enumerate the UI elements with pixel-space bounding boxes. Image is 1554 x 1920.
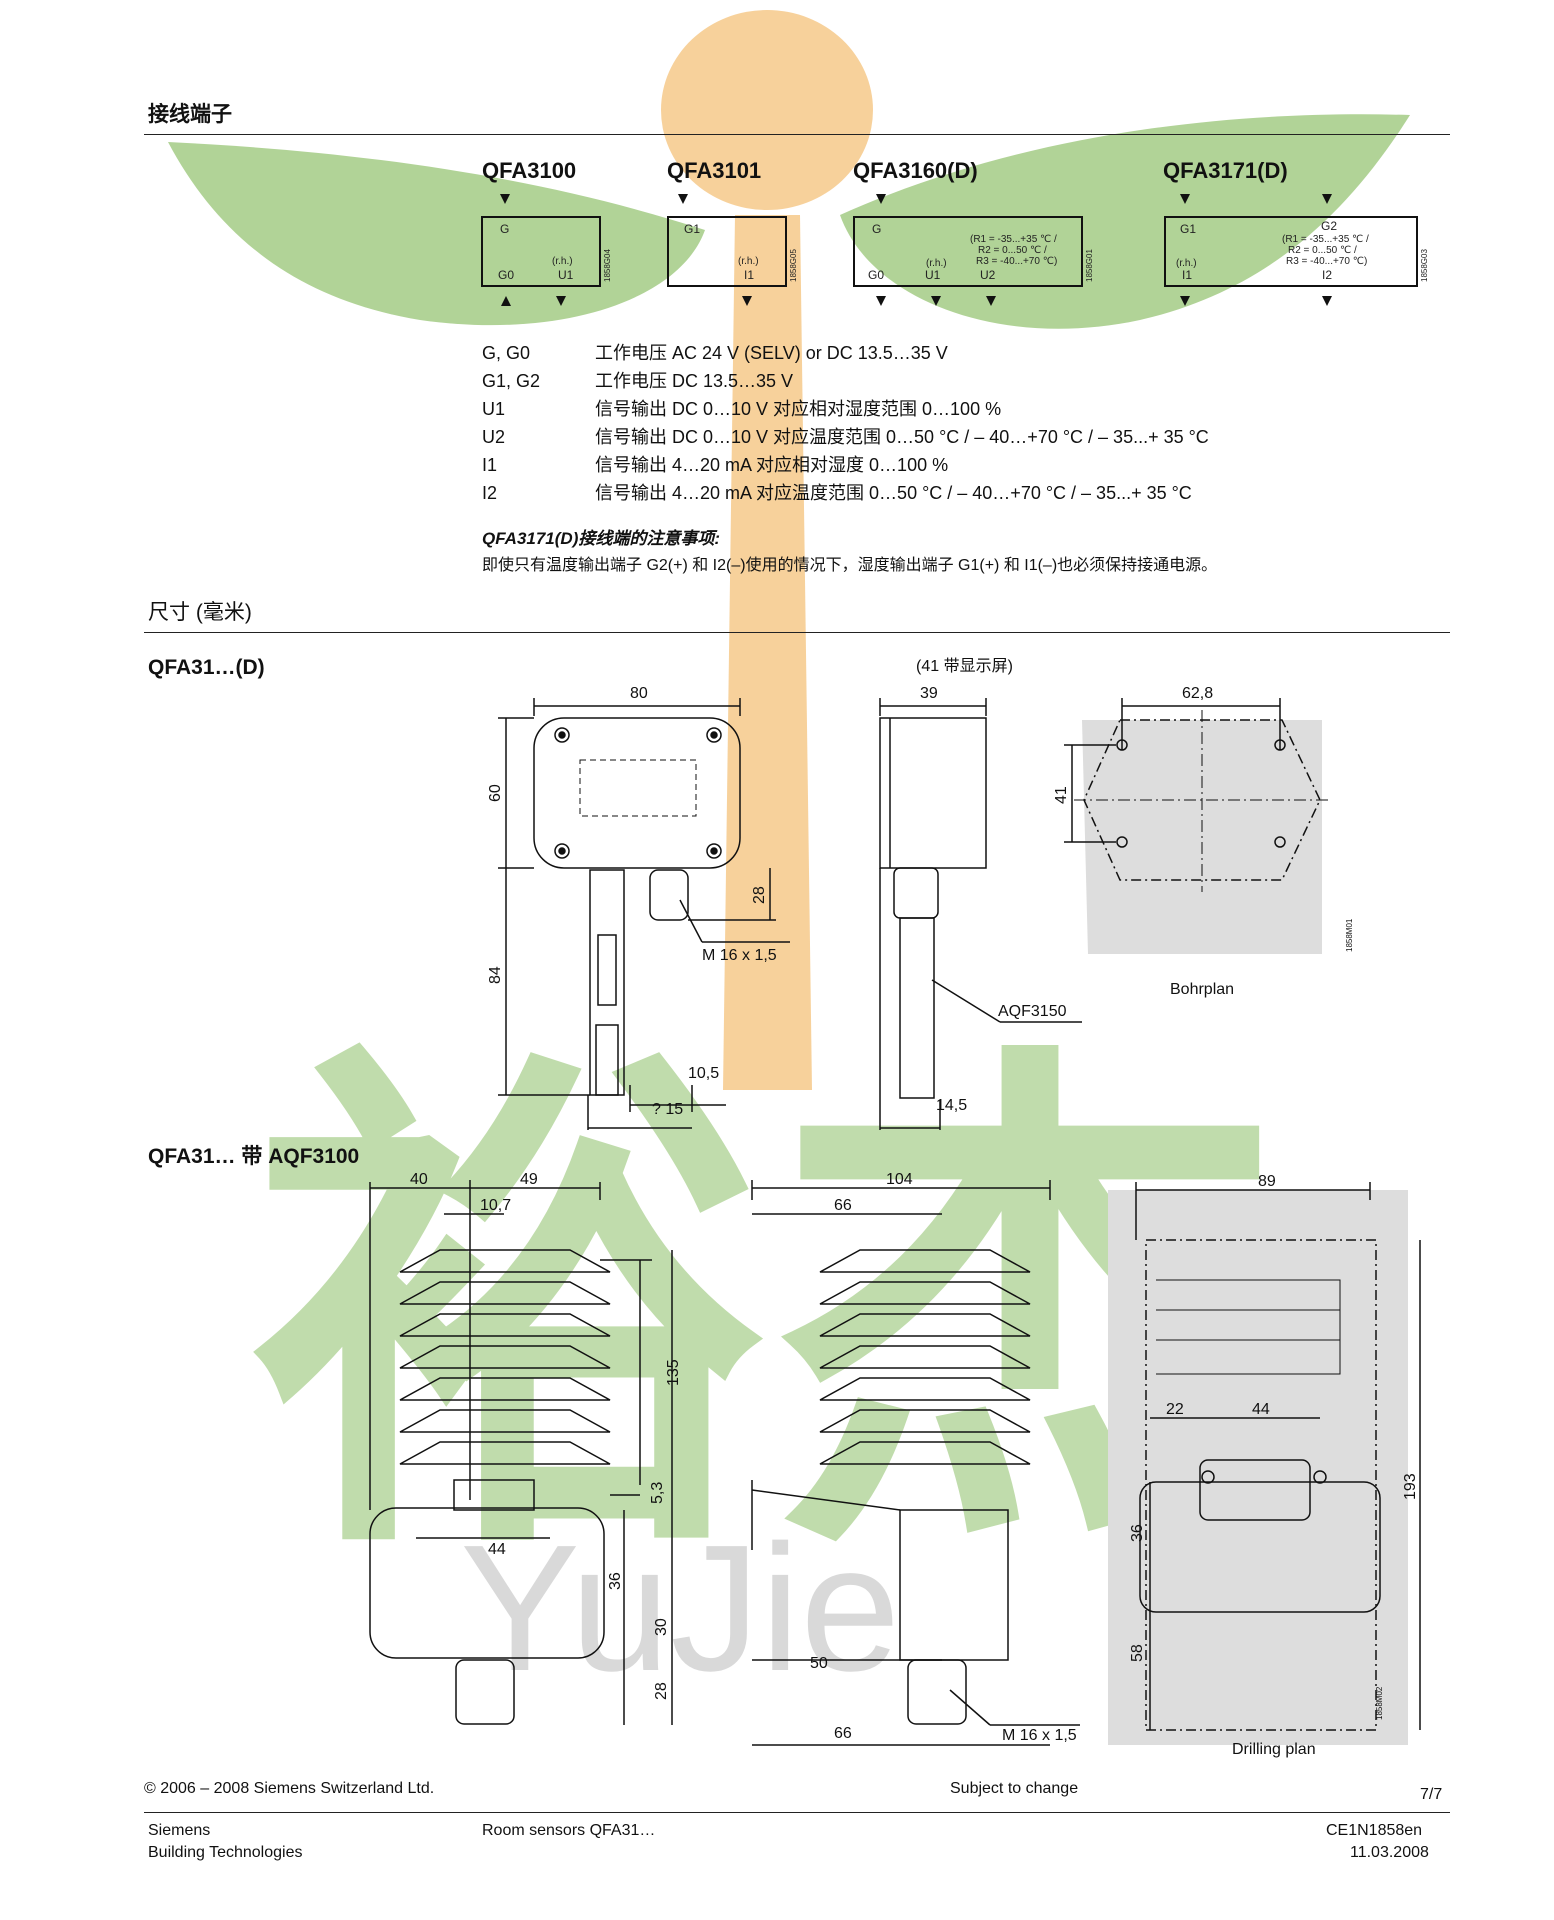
svg-text:M 16 x 1,5: M 16 x 1,5 bbox=[1002, 1727, 1077, 1744]
document-date: 11.03.2008 bbox=[1350, 1844, 1429, 1862]
svg-text:58: 58 bbox=[1129, 1644, 1146, 1662]
model-qfa3160: QFA3160(D) bbox=[853, 158, 978, 184]
svg-text:28: 28 bbox=[751, 886, 768, 904]
svg-text:1858M02: 1858M02 bbox=[1375, 1686, 1384, 1720]
louvre-stack bbox=[400, 1250, 610, 1464]
svg-text:R3 = -40...+70 ℃): R3 = -40...+70 ℃) bbox=[1286, 256, 1367, 267]
svg-text:? 15: ? 15 bbox=[652, 1101, 683, 1118]
svg-text:G2: G2 bbox=[1321, 219, 1337, 233]
louvre-stack-side bbox=[820, 1250, 1030, 1464]
svg-text:41: 41 bbox=[1053, 786, 1070, 804]
svg-text:89: 89 bbox=[1258, 1173, 1276, 1190]
svg-text:49: 49 bbox=[520, 1171, 538, 1188]
copyright: © 2006 – 2008 Siemens Switzerland Ltd. bbox=[144, 1780, 434, 1798]
svg-text:U2: U2 bbox=[980, 268, 996, 282]
svg-text:10,5: 10,5 bbox=[688, 1065, 719, 1082]
svg-text:I1: I1 bbox=[744, 268, 754, 282]
group2-label: QFA31… 带 AQF3100 bbox=[148, 1140, 359, 1170]
display-note: (41 带显示屏) bbox=[916, 652, 1013, 676]
svg-text:G: G bbox=[872, 222, 881, 236]
svg-text:28: 28 bbox=[653, 1682, 670, 1700]
svg-text:36: 36 bbox=[1129, 1524, 1146, 1542]
product-name: Room sensors QFA31… bbox=[482, 1822, 655, 1840]
dimension-drawing-group2: 40 49 10,7 135 5,3 44 36 30 28 104 66 50… bbox=[360, 1170, 1460, 1770]
svg-text:R3 = -40...+70 ℃): R3 = -40...+70 ℃) bbox=[976, 256, 1057, 267]
svg-text:30: 30 bbox=[653, 1618, 670, 1636]
svg-text:36: 36 bbox=[607, 1572, 624, 1590]
dimensions-section-title: 尺寸 (毫米) bbox=[148, 596, 252, 626]
svg-text:AQF3150: AQF3150 bbox=[998, 1003, 1067, 1020]
svg-text:1858M01: 1858M01 bbox=[1345, 918, 1354, 952]
company-name: Siemens bbox=[148, 1822, 210, 1840]
page-number: 7/7 bbox=[1420, 1786, 1442, 1804]
svg-text:44: 44 bbox=[488, 1541, 506, 1558]
svg-text:G0: G0 bbox=[498, 268, 514, 282]
svg-text:I1: I1 bbox=[1182, 268, 1192, 282]
svg-text:M 16 x 1,5: M 16 x 1,5 bbox=[702, 947, 777, 964]
svg-text:66: 66 bbox=[834, 1725, 852, 1742]
svg-text:Bohrplan: Bohrplan bbox=[1170, 981, 1234, 998]
svg-text:I2: I2 bbox=[1322, 268, 1332, 282]
note-body: 即使只有温度输出端子 G2(+) 和 I2(–)使用的情况下，湿度输出端子 G1… bbox=[482, 551, 1217, 575]
svg-text:66: 66 bbox=[834, 1197, 852, 1214]
svg-text:39: 39 bbox=[920, 685, 938, 702]
svg-text:G1: G1 bbox=[684, 222, 700, 236]
dimension-drawing-group1: 80 60 84 28 M 16 x 1,5 10,5 ? 15 39 AQF3… bbox=[470, 680, 1370, 1130]
svg-text:60: 60 bbox=[487, 784, 504, 802]
svg-text:14,5: 14,5 bbox=[936, 1097, 967, 1114]
svg-text:104: 104 bbox=[886, 1171, 913, 1188]
svg-text:193: 193 bbox=[1402, 1473, 1419, 1500]
group1-label: QFA31…(D) bbox=[148, 656, 265, 680]
svg-text:U1: U1 bbox=[925, 268, 941, 282]
svg-text:1858G01: 1858G01 bbox=[1085, 249, 1094, 282]
svg-text:50: 50 bbox=[810, 1655, 828, 1672]
svg-text:(r.h.): (r.h.) bbox=[552, 256, 573, 267]
company-division: Building Technologies bbox=[148, 1844, 302, 1862]
svg-text:1858G03: 1858G03 bbox=[1420, 249, 1429, 282]
svg-text:R2 = 0...50 ℃ /: R2 = 0...50 ℃ / bbox=[1288, 245, 1357, 256]
svg-text:44: 44 bbox=[1252, 1401, 1270, 1418]
svg-text:1858G04: 1858G04 bbox=[603, 249, 612, 282]
svg-text:Drilling plan: Drilling plan bbox=[1232, 1741, 1316, 1758]
divider bbox=[144, 632, 1450, 633]
divider bbox=[144, 134, 1450, 135]
wiring-section-title: 接线端子 bbox=[148, 98, 232, 128]
svg-text:G1: G1 bbox=[1180, 222, 1196, 236]
svg-text:135: 135 bbox=[665, 1359, 682, 1386]
svg-text:10,7: 10,7 bbox=[480, 1197, 511, 1214]
svg-text:5,3: 5,3 bbox=[649, 1482, 666, 1504]
svg-text:80: 80 bbox=[630, 685, 648, 702]
svg-text:(r.h.): (r.h.) bbox=[738, 256, 759, 267]
model-qfa3171: QFA3171(D) bbox=[1163, 158, 1288, 184]
subject-to-change: Subject to change bbox=[950, 1780, 1078, 1798]
svg-text:(R1 = -35...+35 ℃ /: (R1 = -35...+35 ℃ / bbox=[970, 234, 1057, 245]
svg-text:1858G05: 1858G05 bbox=[789, 249, 798, 282]
model-qfa3100: QFA3100 bbox=[482, 158, 576, 184]
wiring-diagrams: G (r.h.) G0 U1 1858G04 G1 (r.h.) I1 1858… bbox=[470, 190, 1460, 320]
svg-text:84: 84 bbox=[487, 966, 504, 984]
svg-text:40: 40 bbox=[410, 1171, 428, 1188]
svg-text:R2 = 0...50 ℃ /: R2 = 0...50 ℃ / bbox=[978, 245, 1047, 256]
svg-text:62,8: 62,8 bbox=[1182, 685, 1213, 702]
svg-text:(R1 = -35...+35 ℃ /: (R1 = -35...+35 ℃ / bbox=[1282, 234, 1369, 245]
svg-text:U1: U1 bbox=[558, 268, 574, 282]
model-qfa3101: QFA3101 bbox=[667, 158, 761, 184]
footer-divider bbox=[144, 1812, 1450, 1813]
drilling-backdrop bbox=[1108, 1190, 1408, 1745]
svg-text:G0: G0 bbox=[868, 268, 884, 282]
svg-text:22: 22 bbox=[1166, 1401, 1184, 1418]
note-title: QFA3171(D)接线端的注意事项: bbox=[482, 524, 720, 549]
svg-text:G: G bbox=[500, 222, 509, 236]
document-code: CE1N1858en bbox=[1326, 1822, 1422, 1840]
